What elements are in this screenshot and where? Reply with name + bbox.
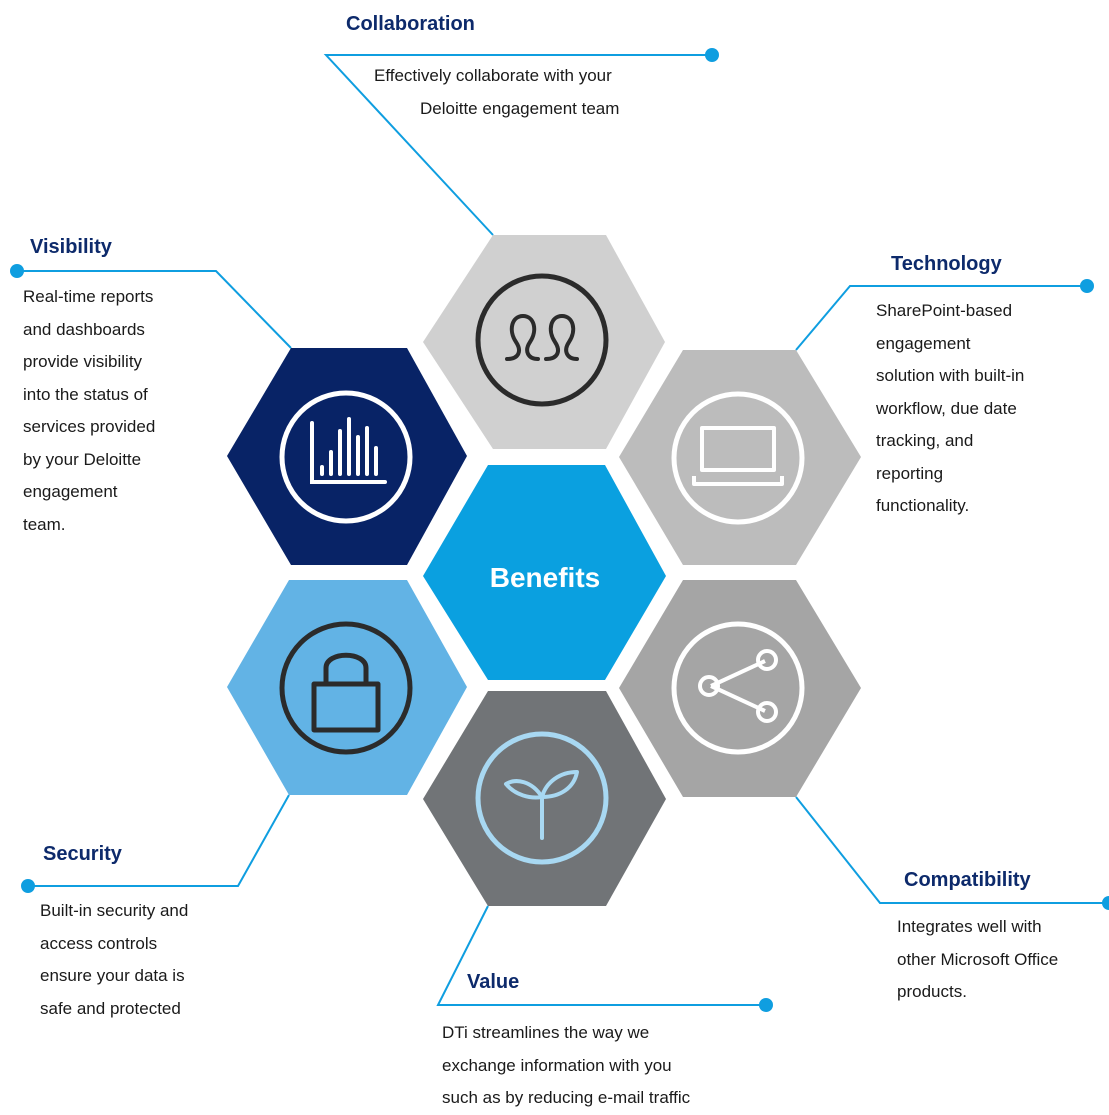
value-line: such as by reducing e-mail traffic: [442, 1088, 691, 1107]
technology-description: SharePoint-based engagement solution wit…: [876, 295, 1024, 523]
visibility-line: Real-time reports: [23, 287, 154, 306]
technology-line: engagement: [876, 333, 971, 353]
bar-chart-icon: [310, 417, 387, 484]
people-icon: [505, 314, 579, 361]
collaboration-line: Effectively collaborate with your: [374, 66, 612, 85]
visibility-line: engagement: [23, 482, 118, 501]
collaboration-description: Effectively collaborate with your Deloit…: [374, 60, 619, 125]
value-line: exchange information with you: [442, 1055, 672, 1075]
security-line: safe and protected: [40, 998, 181, 1018]
laptop-icon: [692, 426, 784, 486]
security-heading: Security: [43, 843, 122, 865]
compatibility-line: Integrates well with: [897, 917, 1042, 936]
technology-line: solution with built-in: [876, 366, 1025, 385]
technology-line: functionality.: [876, 496, 970, 515]
visibility-description: Real-time reports and dashboards provide…: [23, 281, 155, 541]
visibility-line: into the status of: [23, 384, 148, 404]
technology-line: SharePoint-based: [876, 301, 1013, 320]
visibility-connector-dot: [10, 264, 24, 278]
compatibility-line: other Microsoft Office: [897, 949, 1059, 969]
technology-hexagon: [619, 350, 861, 565]
compatibility-heading: Compatibility: [904, 869, 1031, 891]
security-line: access controls: [40, 933, 158, 953]
security-icon-ring: [279, 621, 413, 755]
visibility-line: and dashboards: [23, 319, 145, 339]
compatibility-hexagon: [619, 580, 861, 797]
security-hexagon: [227, 580, 467, 795]
visibility-icon-ring: [279, 390, 413, 524]
technology-icon-ring: [671, 391, 805, 525]
compatibility-description: Integrates well with other Microsoft Off…: [897, 911, 1058, 1009]
compatibility-line: products.: [897, 982, 967, 1001]
visibility-line: services provided: [23, 417, 156, 436]
technology-heading: Technology: [891, 253, 1002, 275]
value-description: DTi streamlines the way we exchange info…: [442, 1017, 690, 1115]
value-connector-dot: [759, 998, 773, 1012]
security-line: ensure your data is: [40, 966, 185, 985]
security-connector-dot: [21, 879, 35, 893]
compatibility-icon-ring: [671, 621, 805, 755]
value-connector: [436, 905, 766, 1006]
benefits-center-hexagon: [423, 465, 666, 680]
collaboration-hexagon: [423, 235, 665, 449]
value-icon-ring: [475, 731, 609, 865]
compatibility-connector: [795, 796, 1109, 904]
center-label: Benefits: [490, 562, 600, 593]
collaboration-connector: [323, 54, 712, 236]
security-line: Built-in security and: [40, 901, 189, 920]
technology-line: tracking, and: [876, 431, 974, 450]
value-heading: Value: [467, 971, 520, 993]
security-description: Built-in security and access controls en…: [40, 895, 188, 1025]
collaboration-heading: Collaboration: [346, 13, 475, 35]
visibility-line: provide visibility: [23, 352, 143, 371]
lock-icon: [311, 652, 381, 733]
collaboration-icon-ring: [475, 273, 609, 407]
visibility-heading: Visibility: [30, 236, 112, 258]
compatibility-connector-dot: [1102, 896, 1109, 910]
technology-line: reporting: [876, 463, 944, 483]
collaboration-connector-dot: [705, 48, 719, 62]
share-icon: [698, 649, 778, 723]
visibility-line: by your Deloitte: [23, 449, 142, 469]
technology-connector-dot: [1080, 279, 1094, 293]
sprout-icon: [504, 770, 579, 840]
visibility-connector: [17, 270, 292, 349]
collaboration-line: Deloitte engagement team: [420, 98, 620, 118]
value-line: DTi streamlines the way we: [442, 1023, 650, 1042]
technology-line: workflow, due date: [876, 398, 1017, 418]
security-connector: [28, 794, 290, 887]
technology-connector: [795, 285, 1087, 351]
visibility-line: team.: [23, 514, 66, 534]
